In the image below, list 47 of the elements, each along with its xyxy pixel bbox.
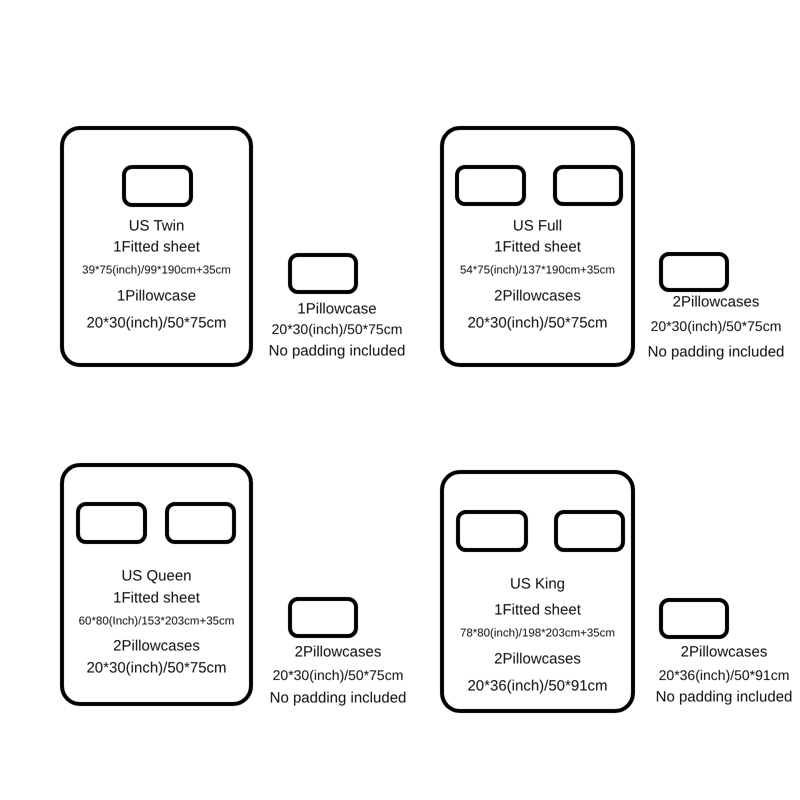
size-name: US King — [510, 575, 566, 593]
dimension-text: 78*80(inch)/198*203cm+35cm — [460, 627, 616, 641]
item-name: 1Fitted sheet — [494, 238, 581, 256]
item-name: 2Pillowcases — [672, 293, 760, 311]
note-text: No padding included — [648, 343, 784, 361]
item-name: 2Pillowcases — [294, 643, 382, 661]
size-name: US Full — [512, 217, 562, 235]
pillow-outline — [76, 502, 147, 544]
item-name: 1Fitted sheet — [494, 601, 581, 619]
pillow-outline — [553, 165, 623, 206]
item-name: 2Pillowcases — [113, 637, 200, 655]
pillow-outline — [659, 252, 729, 292]
dimension-text: 54*75(inch)/137*190cm+35cm — [460, 264, 616, 278]
dimension-text: 20*36(inch)/50*91cm — [658, 666, 790, 684]
item-name: 2Pillowcases — [680, 643, 768, 661]
pillow-outline — [456, 510, 528, 552]
item-name: 1Pillowcase — [297, 300, 377, 318]
size-name: US Twin — [128, 217, 184, 235]
dimension-text: 20*30(inch)/50*75cm — [467, 314, 608, 332]
item-name: 1Fitted sheet — [113, 589, 200, 607]
item-name: 2Pillowcases — [494, 650, 581, 668]
pillow-outline — [288, 597, 358, 638]
note-text: No padding included — [270, 689, 406, 707]
item-name: 2Pillowcases — [494, 287, 581, 305]
pillow-outline — [455, 165, 526, 206]
size-name: US Queen — [121, 567, 192, 585]
bed-outline — [440, 126, 635, 367]
dimension-text: 20*30(inch)/50*75cm — [650, 318, 782, 334]
item-name: 1Pillowcase — [116, 287, 196, 305]
bed-outline — [60, 126, 253, 367]
dimension-text: 20*30(inch)/50*75cm — [86, 314, 227, 332]
dimension-text: 20*30(inch)/50*75cm — [272, 320, 402, 338]
note-text: No padding included — [656, 688, 792, 706]
dimension-text: 20*36(inch)/50*91cm — [467, 677, 608, 695]
pillow-outline — [165, 502, 236, 544]
pillow-outline — [659, 598, 729, 639]
dimension-text: 60*80(Inch)/153*203cm+35cm — [78, 615, 234, 629]
note-text: No padding included — [268, 342, 406, 360]
dimension-text: 20*30(inch)/50*75cm — [272, 666, 404, 684]
bed-outline — [440, 470, 635, 713]
pillow-outline — [554, 510, 625, 552]
dimension-text: 39*75(inch)/99*190cm+35cm — [82, 264, 231, 278]
pillow-outline — [288, 253, 358, 294]
pillow-outline — [122, 165, 193, 207]
dimension-text: 20*30(inch)/50*75cm — [86, 659, 227, 677]
bed-outline — [60, 463, 253, 706]
item-name: 1Fitted sheet — [113, 238, 200, 256]
